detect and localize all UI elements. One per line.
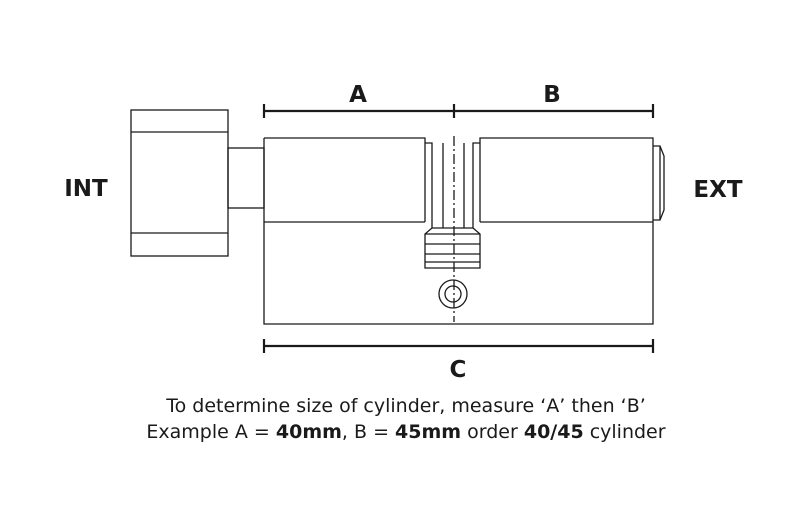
cylinder-left-plug bbox=[264, 137, 426, 222]
caption-a-value: 40mm bbox=[275, 421, 342, 443]
cylinder-right-plug bbox=[479, 137, 654, 222]
fixing-hole-outer bbox=[438, 279, 468, 309]
caption-text: Example A = bbox=[146, 421, 276, 443]
caption-text: , B = bbox=[341, 421, 396, 443]
caption-line-2: Example A = 40mm, B = 45mm order 40/45 c… bbox=[0, 420, 812, 444]
label-b: B bbox=[543, 82, 561, 108]
cylinder-body bbox=[263, 137, 665, 325]
cam-outline bbox=[424, 142, 481, 269]
cylinder-lower-body bbox=[263, 138, 654, 325]
cylinder-key-end bbox=[653, 145, 665, 221]
fixing-screw-hole bbox=[438, 279, 468, 309]
caption-text: cylinder bbox=[583, 421, 666, 443]
label-c: C bbox=[450, 357, 467, 383]
caption-size-value: 40/45 bbox=[523, 421, 584, 443]
dimension-a: A bbox=[262, 82, 456, 118]
fixing-hole-inner bbox=[444, 285, 462, 303]
cam bbox=[424, 136, 481, 322]
caption-line-1: To determine size of cylinder, measure ‘… bbox=[166, 395, 646, 417]
caption-text: order bbox=[461, 421, 524, 443]
dimension-c: C bbox=[262, 339, 655, 383]
label-ext: EXT bbox=[693, 177, 742, 203]
label-a: A bbox=[349, 82, 367, 108]
thumb-turn-spindle bbox=[227, 147, 265, 209]
caption-b-value: 45mm bbox=[395, 421, 462, 443]
dimension-b: B bbox=[454, 82, 655, 118]
thumb-turn bbox=[130, 109, 265, 257]
label-int: INT bbox=[64, 176, 108, 202]
